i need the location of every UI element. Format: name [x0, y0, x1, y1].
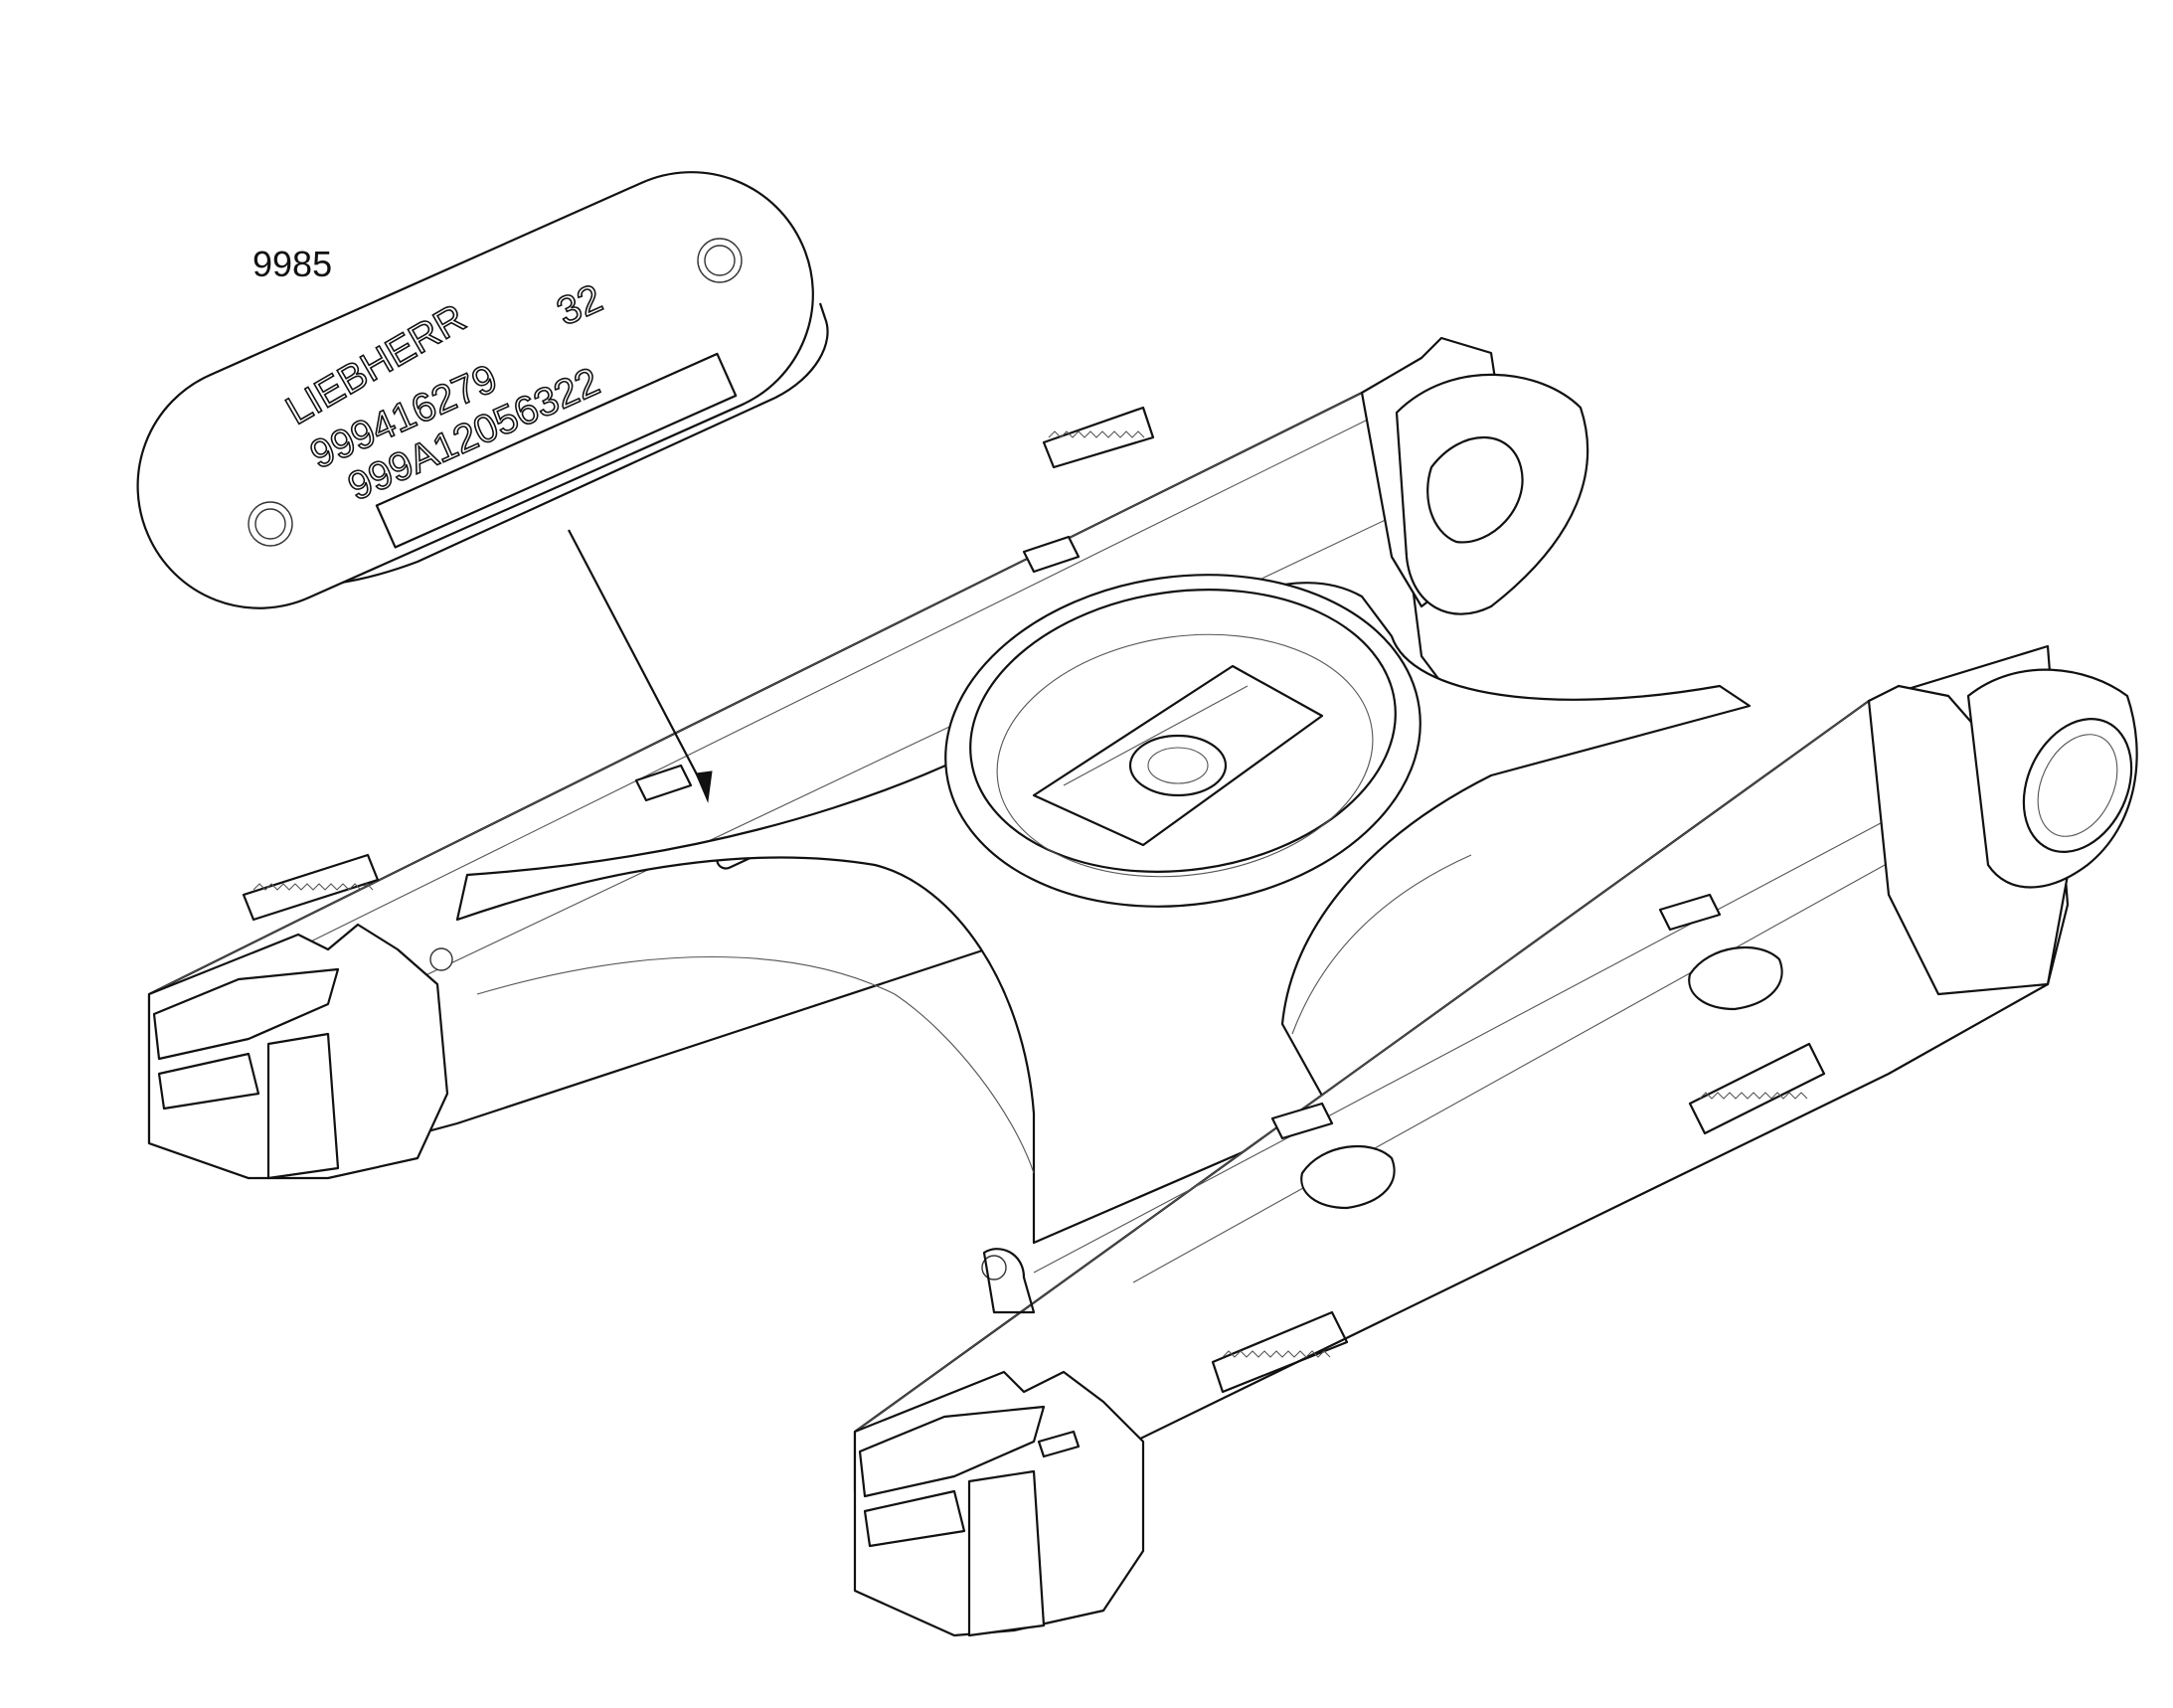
slewing-ring	[944, 574, 1421, 908]
plate-body	[136, 171, 814, 609]
part-number-callout: 9985	[252, 244, 332, 284]
serial-plate: LIEBHERR 999416279 32 999A12056322	[136, 171, 829, 609]
plate-blank-field	[375, 352, 738, 549]
right-side-frame	[853, 644, 2138, 1637]
undercarriage-frame-drawing	[147, 336, 2138, 1637]
leader-arrow	[568, 529, 713, 803]
